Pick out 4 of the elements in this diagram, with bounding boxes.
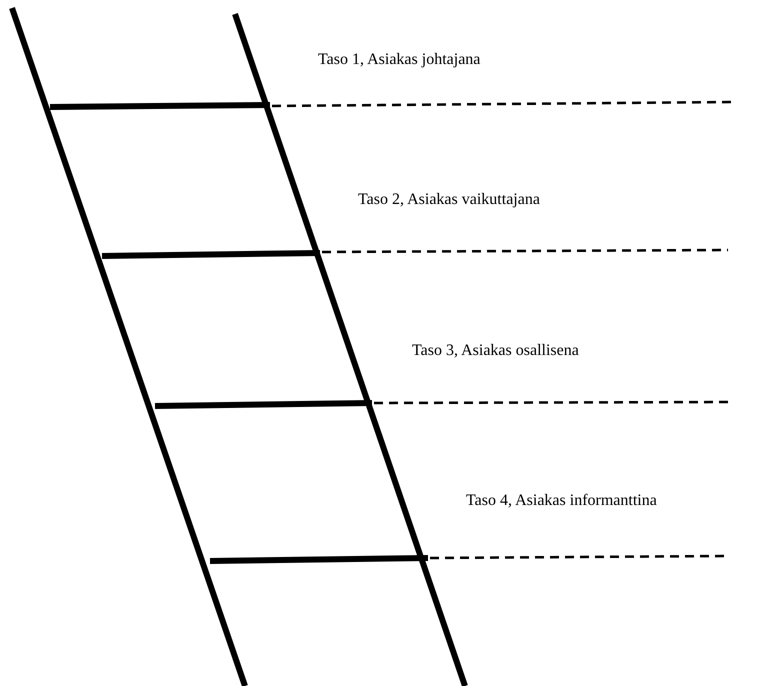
level-label: Taso 1, Asiakas johtajana [318,50,480,70]
level-label: Taso 4, Asiakas informanttina [466,491,657,511]
level-label: Taso 2, Asiakas vaikuttajana [358,190,540,210]
level-label: Taso 3, Asiakas osallisena [412,341,579,361]
